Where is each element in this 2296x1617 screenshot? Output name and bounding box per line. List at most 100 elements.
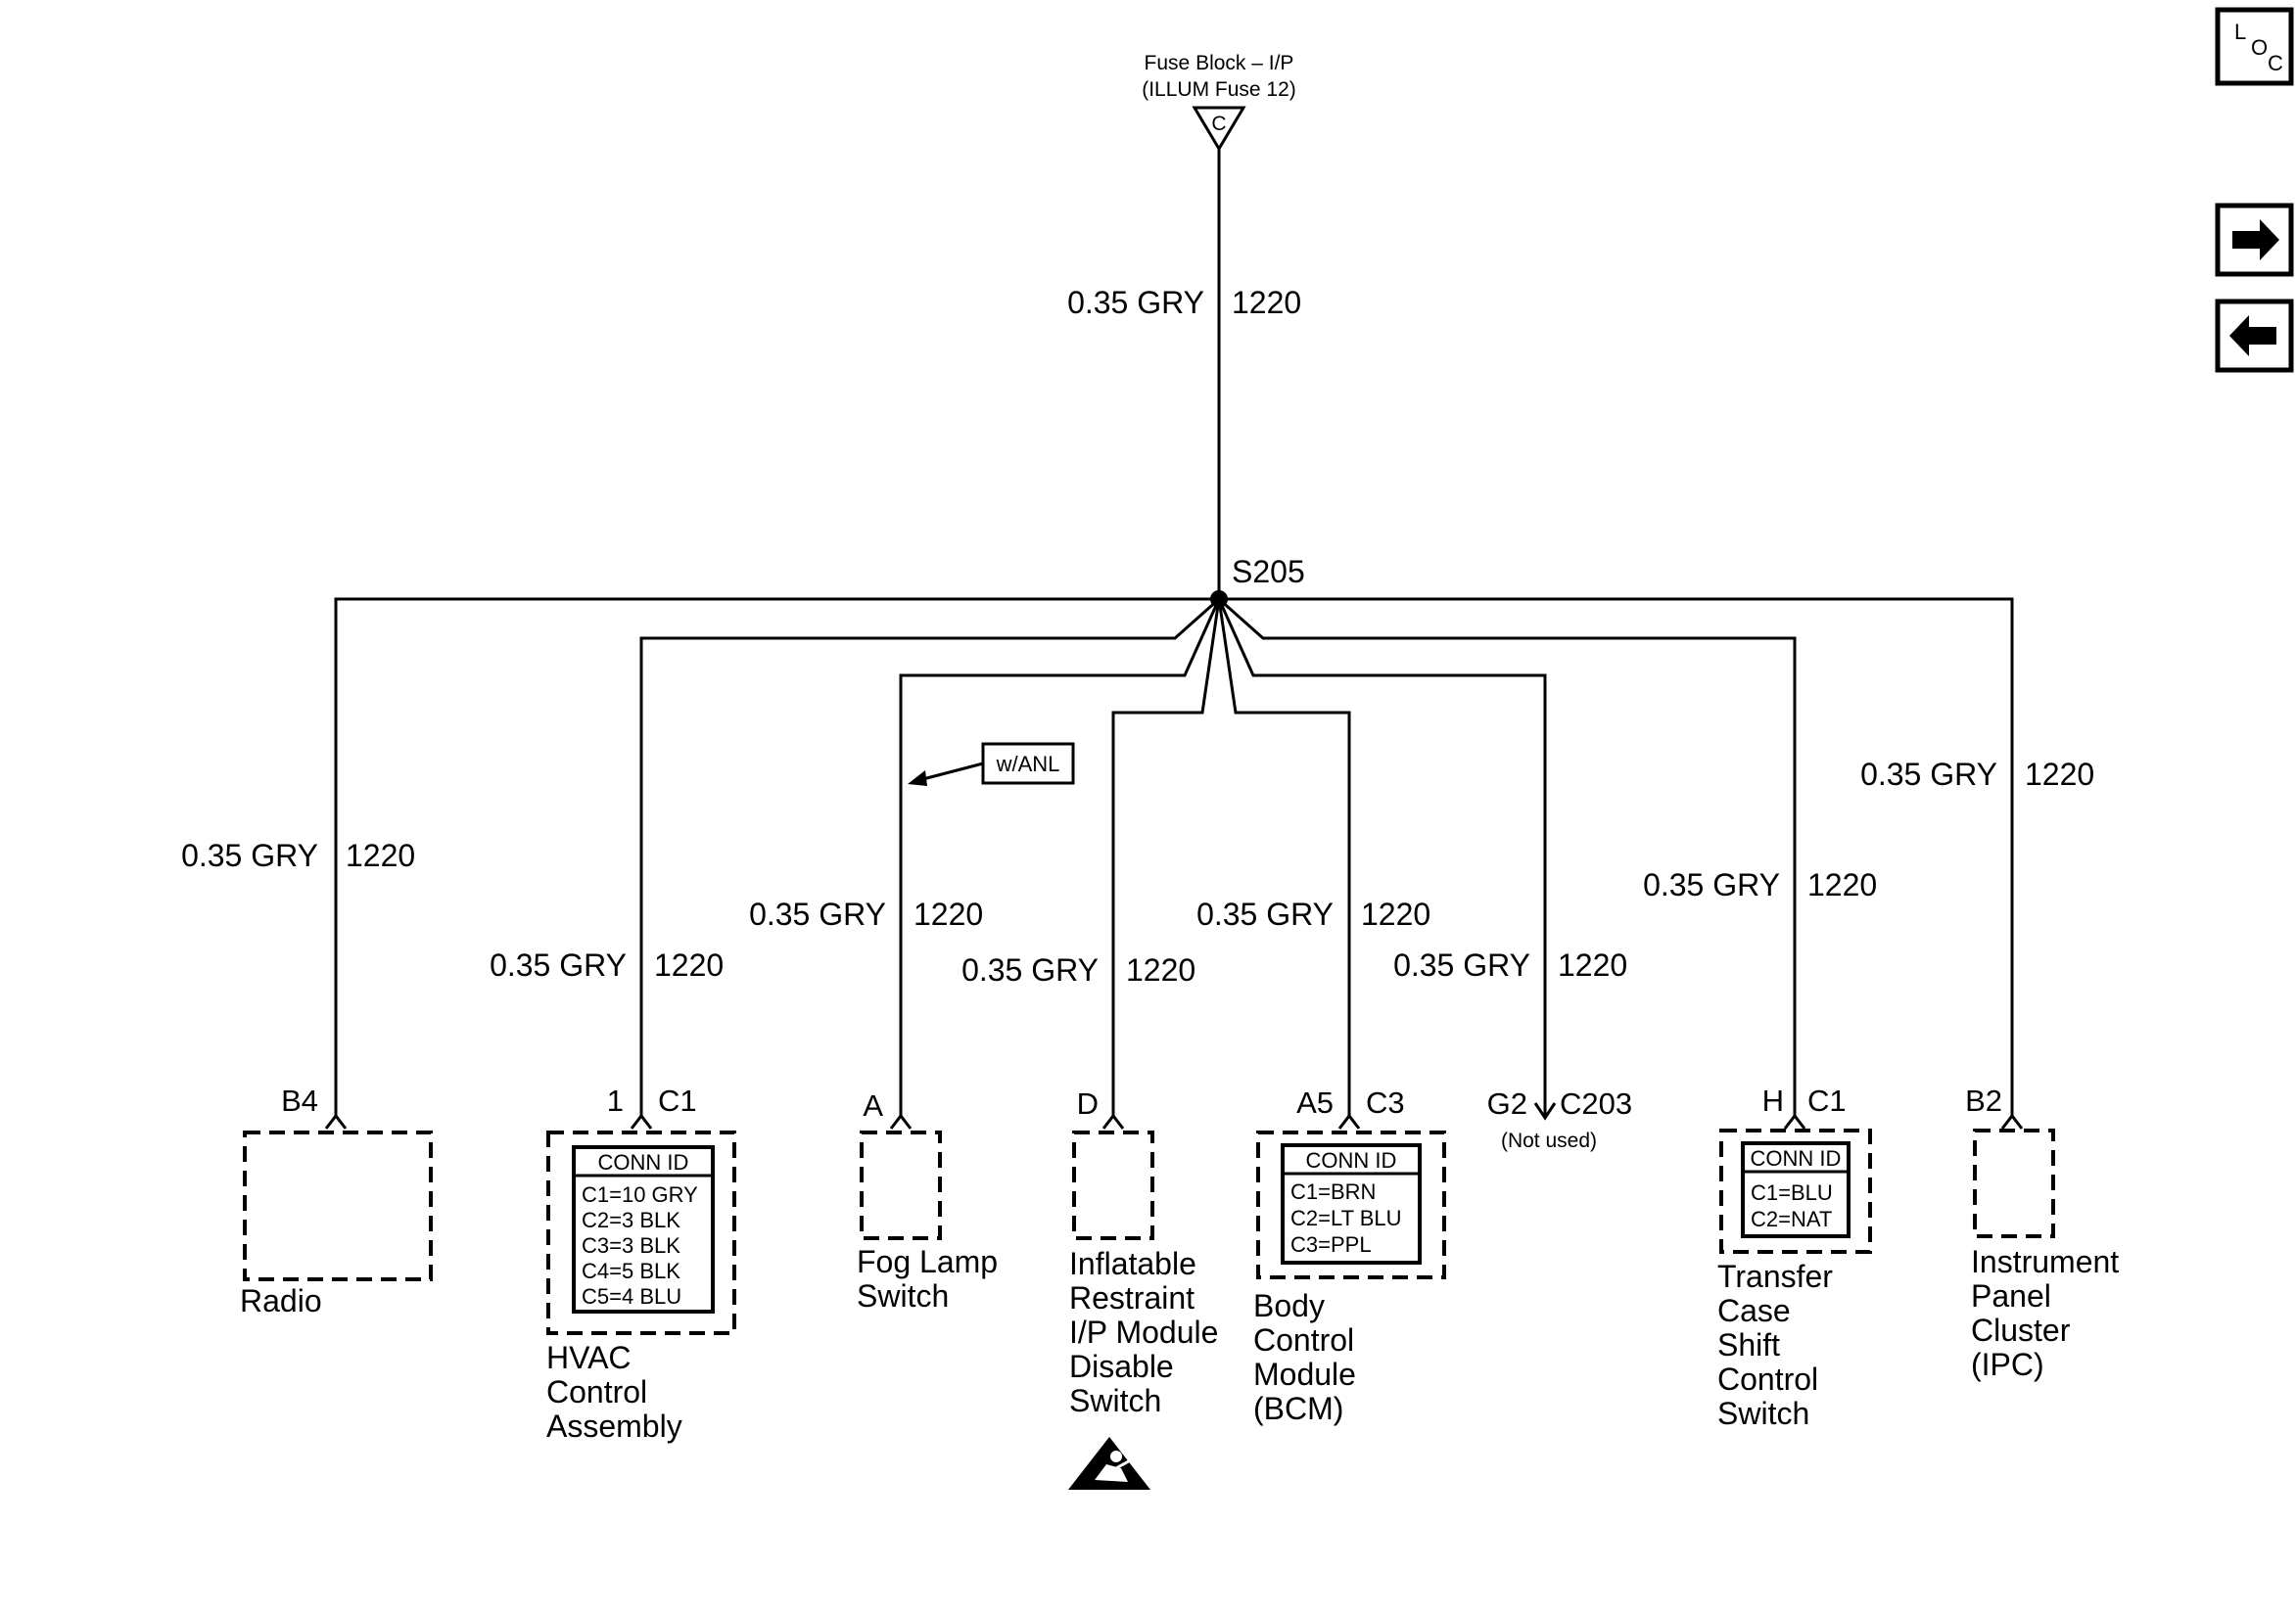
transfer-conn-id-table [1741,1141,1851,1238]
transfer-box [1719,1129,1872,1254]
transfer-name: Transfer [1717,1259,1833,1294]
hvac-conn-id-row: C1=10 GRY [582,1182,698,1207]
ipc-wire-color: 0.35 GRY [1860,757,1997,792]
ipc-name: Panel [1971,1278,2051,1314]
right-arrow-icon [2232,219,2279,260]
bcm-name: Control [1253,1322,1354,1358]
inflatable-name: Inflatable [1069,1246,1196,1281]
bus-bcm [1217,598,1351,1116]
hvac-conn-id-row: C2=3 BLK [582,1208,680,1232]
bcm-name: (BCM) [1253,1391,1343,1426]
radio-name: Radio [240,1283,322,1318]
radio-wire-circuit: 1220 [346,838,415,873]
hvac-conn-id-row: C3=3 BLK [582,1233,680,1258]
transfer-conn-id-row: C1=BLU [1751,1180,1833,1205]
transfer-wire-circuit: 1220 [1807,867,1877,902]
location-button[interactable]: L O C [2215,7,2294,86]
fog-wire-circuit: 1220 [914,897,983,932]
bcm-conn-id-title: CONN ID [1306,1148,1397,1173]
inflatable-name: Restraint [1069,1280,1195,1316]
fog-name: Fog Lamp [857,1244,998,1279]
bcm-name: Module [1253,1357,1356,1392]
next-button[interactable] [2215,203,2294,277]
c203-connector: C203 [1560,1086,1632,1121]
fog-box [860,1131,942,1240]
transfer-pin: H [1762,1084,1784,1118]
hvac-wire-circuit: 1220 [654,947,724,983]
ipc-pin: B2 [1965,1084,2002,1118]
location-letter-l: L [2234,20,2246,44]
hvac-pin: 1 [607,1084,624,1118]
location-letter-c: C [2268,51,2283,75]
left-arrow-icon [2229,315,2276,356]
bcm-conn-id-table [1281,1143,1422,1265]
bus-transfer [1218,597,1797,1116]
transfer-wire-color: 0.35 GRY [1643,867,1780,902]
fuse-terminal-triangle [1192,106,1246,152]
bcm-terminal [1337,1113,1361,1130]
fuse-label: (ILLUM Fuse 12) [1142,78,1296,101]
splice-label: S205 [1232,554,1305,589]
inflatable-wire-color: 0.35 GRY [961,952,1099,988]
inflatable-wire-circuit: 1220 [1126,952,1195,988]
bcm-name: Body [1253,1288,1325,1323]
airbag-warning-icon [1068,1437,1150,1490]
radio-pin: B4 [281,1084,318,1118]
hvac-name: Control [546,1374,647,1409]
transfer-conn-id-row: C2=NAT [1751,1207,1832,1231]
hvac-name: Assembly [546,1409,682,1444]
bus-wires [334,597,2014,1116]
hvac-box [546,1131,736,1335]
hvac-conn-id-row: C4=5 BLK [582,1259,680,1283]
ipc-box [1973,1129,2055,1238]
bcm-conn-id-row: C3=PPL [1290,1232,1372,1257]
hvac-terminal [630,1113,653,1130]
transfer-name: Shift [1717,1327,1780,1363]
c203-pin: G2 [1487,1086,1527,1121]
hvac-conn-id-row: C5=4 BLU [582,1284,681,1309]
fuse-terminal-letter: C [1211,113,1226,135]
ipc-terminal [2000,1113,2024,1130]
fog-terminal [889,1113,913,1130]
ipc-name: Instrument [1971,1244,2119,1279]
ipc-name: Cluster [1971,1313,2071,1348]
feed-wire-circuit: 1220 [1232,285,1301,320]
inflatable-pin: D [1077,1086,1099,1121]
option-flag-arrow-line [914,762,984,783]
c203-wire-color: 0.35 GRY [1393,947,1530,983]
transfer-terminal [1783,1113,1806,1130]
c203-terminal [1533,1102,1557,1121]
fog-pin: A [863,1088,883,1123]
bus-inflatable [1111,598,1221,1116]
transfer-conn-id-title: CONN ID [1751,1146,1842,1171]
fog-wire-color: 0.35 GRY [749,897,886,932]
bus-hvac [639,597,1220,1116]
fog-name: Switch [857,1278,949,1314]
bus-fog [899,598,1221,1116]
previous-button[interactable] [2215,299,2294,373]
option-flag-label: w/ANL [996,752,1060,776]
transfer-name: Case [1717,1293,1791,1328]
transfer-connector: C1 [1807,1084,1847,1118]
terminal-marks [324,1102,2024,1130]
inflatable-name: I/P Module [1069,1315,1218,1350]
bcm-conn-id-row: C2=LT BLU [1290,1206,1402,1230]
ipc-wire-circuit: 1220 [2025,757,2094,792]
hvac-connector: C1 [658,1084,697,1118]
bus-radio [334,597,1219,1116]
radio-box [243,1131,433,1281]
bcm-wire-color: 0.35 GRY [1196,897,1334,932]
inflatable-name: Disable [1069,1349,1174,1384]
radio-terminal [324,1113,348,1130]
transfer-name: Switch [1717,1396,1809,1431]
bus-c203 [1217,598,1547,1116]
hvac-conn-id-title: CONN ID [598,1150,689,1175]
bcm-connector: C3 [1366,1086,1405,1120]
fuse-block-label: Fuse Block – I/P [1145,52,1294,74]
option-flag-arrowhead [908,770,927,786]
bus-ipc [1219,597,2014,1116]
radio-wire-color: 0.35 GRY [181,838,318,873]
location-letter-o: O [2251,35,2268,60]
ipc-name: (IPC) [1971,1347,2044,1382]
